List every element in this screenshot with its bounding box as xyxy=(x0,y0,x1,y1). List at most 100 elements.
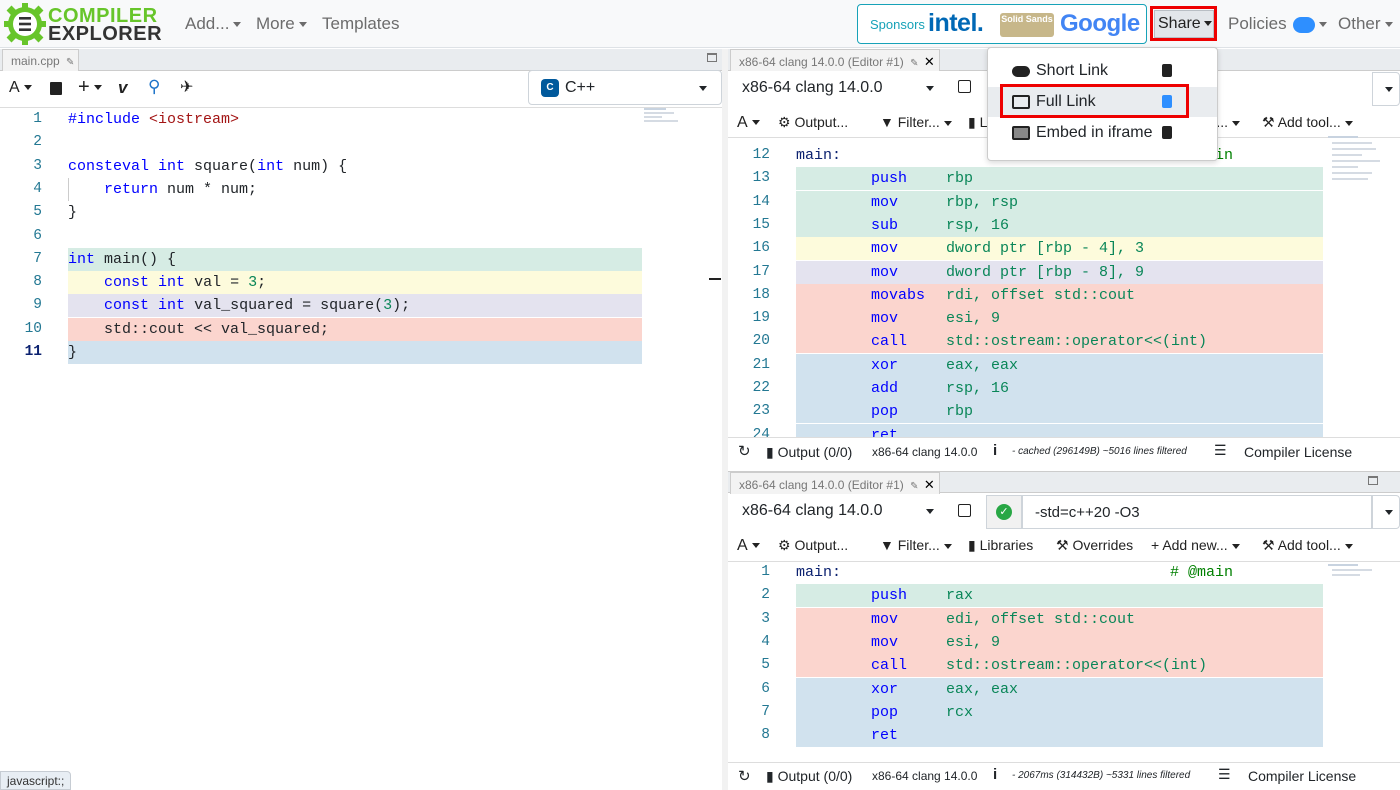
pane-splitter[interactable] xyxy=(722,49,728,790)
more-menu[interactable]: More xyxy=(256,14,307,34)
asm-opcode[interactable]: sub xyxy=(871,216,899,234)
compiler1-select[interactable]: x86-64 clang 14.0.0 xyxy=(730,72,945,106)
asm-opcode[interactable]: pop xyxy=(871,403,899,421)
share-button[interactable]: Share xyxy=(1154,10,1214,38)
compiler-license-link[interactable]: Compiler License xyxy=(1244,444,1353,460)
templates-link[interactable]: Templates xyxy=(322,14,400,33)
compiler2-tab[interactable]: x86-64 clang 14.0.0 (Editor #1) ✎ ✕ xyxy=(730,472,940,494)
asm-opcode[interactable]: mov xyxy=(871,310,899,328)
asm-opcode[interactable]: xor xyxy=(871,680,899,698)
vim-icon[interactable]: v xyxy=(118,78,128,97)
output-settings-label: Output... xyxy=(794,537,849,553)
asm-opcode[interactable]: ret xyxy=(871,426,899,437)
code-line[interactable]: } xyxy=(68,344,78,361)
libraries-button[interactable]: ▮ Libraries xyxy=(968,537,1033,554)
wrench-icon: ⚒ xyxy=(1262,114,1275,130)
compiler-options-input[interactable]: -std=c++20 -O3 xyxy=(1022,495,1372,529)
compiler2-options-dropdown[interactable] xyxy=(1372,495,1400,529)
code-line[interactable]: #include <iostream> xyxy=(68,111,240,128)
save-icon[interactable] xyxy=(50,82,62,95)
sponsors-box[interactable]: Sponsors intel. Solid Sands Google xyxy=(857,4,1147,44)
asm-label[interactable]: main: xyxy=(796,147,842,164)
splitter-handle xyxy=(709,278,721,280)
compiler-license-link[interactable]: Compiler License xyxy=(1248,768,1357,784)
asm-opcode[interactable]: ret xyxy=(871,727,899,745)
other-menu-label: Other xyxy=(1338,14,1381,33)
clipboard-icon[interactable] xyxy=(1162,95,1172,108)
asm-label[interactable]: main: xyxy=(796,564,842,581)
pencil-icon[interactable]: ✎ xyxy=(910,481,919,492)
asm-opcode[interactable]: mov xyxy=(871,610,899,628)
font-size-button[interactable]: A xyxy=(737,114,760,132)
maximize-icon[interactable] xyxy=(1368,476,1378,485)
info-icon[interactable]: i xyxy=(993,442,998,459)
run-icon[interactable]: ✈ xyxy=(180,79,194,96)
popout-icon[interactable] xyxy=(958,80,971,93)
asm-opcode[interactable]: pop xyxy=(871,703,899,721)
maximize-icon[interactable] xyxy=(707,53,717,62)
output-settings-button[interactable]: ⚙ Output... xyxy=(778,114,848,131)
code-line[interactable]: const int val_squared = square(3); xyxy=(104,297,411,315)
chevron-down-icon xyxy=(298,22,307,28)
share-short-link[interactable]: Short Link xyxy=(988,56,1217,86)
close-icon[interactable]: ✕ xyxy=(923,477,935,492)
code-line[interactable]: const int val = 3; xyxy=(104,274,267,292)
asm-opcode[interactable]: xor xyxy=(871,356,899,374)
language-select[interactable]: C C++ xyxy=(528,70,722,105)
asm-opcode[interactable]: movabs xyxy=(871,286,926,304)
asm-opcode[interactable]: call xyxy=(871,657,908,675)
share-full-link[interactable]: Full Link xyxy=(988,87,1217,117)
font-size-button[interactable]: A xyxy=(9,79,32,97)
asm-opcode[interactable]: push xyxy=(871,587,908,605)
asm-opcode[interactable]: mov xyxy=(871,633,899,651)
refresh-icon[interactable]: ↻ xyxy=(738,443,751,460)
search-icon[interactable]: ⚲ xyxy=(148,77,161,96)
output-settings-button[interactable]: ⚙ Output... xyxy=(778,537,848,554)
code-line[interactable]: } xyxy=(68,204,78,222)
share-embed-iframe[interactable]: Embed in iframe xyxy=(988,118,1217,148)
code-line[interactable]: consteval int square(int num) { xyxy=(68,157,348,175)
code-line[interactable]: std::cout << val_squared; xyxy=(68,320,330,338)
asm-opcode[interactable]: mov xyxy=(871,263,899,281)
compiler2-select[interactable]: x86-64 clang 14.0.0 xyxy=(730,494,945,528)
output-button[interactable]: ▮ Output (0/0) xyxy=(766,768,852,785)
compiler1-tab[interactable]: x86-64 clang 14.0.0 (Editor #1) ✎ ✕ xyxy=(730,49,940,71)
filter-button[interactable]: ▼ Filter... xyxy=(880,537,952,553)
code-line[interactable]: return num * num; xyxy=(104,180,258,198)
compiler1-options-dropdown[interactable] xyxy=(1372,72,1400,106)
policies-menu[interactable]: Policies xyxy=(1228,14,1328,34)
add-icon[interactable]: + xyxy=(78,76,102,99)
code-line[interactable]: int main() { xyxy=(68,250,177,268)
pencil-icon[interactable]: ✎ xyxy=(910,58,919,69)
add-tool-button[interactable]: ⚒ Add tool... xyxy=(1262,114,1353,131)
refresh-icon[interactable]: ↻ xyxy=(738,768,751,785)
asm-opcode[interactable]: push xyxy=(871,170,908,188)
asm-opcode[interactable]: add xyxy=(871,380,899,397)
source-tab[interactable]: main.cpp ✎ xyxy=(2,49,79,71)
close-icon[interactable]: ✕ xyxy=(923,54,935,69)
font-size-button[interactable]: A xyxy=(737,537,760,555)
filter-button[interactable]: ▼ Filter... xyxy=(880,114,952,130)
asm-line-number: 7 xyxy=(761,703,770,720)
clipboard-icon[interactable] xyxy=(1162,126,1172,139)
asm-line-number: 18 xyxy=(752,286,770,303)
pencil-icon[interactable]: ✎ xyxy=(66,57,75,68)
output-button[interactable]: ▮ Output (0/0) xyxy=(766,444,852,461)
libraries-button[interactable]: ▮ L xyxy=(968,114,987,131)
add-menu[interactable]: Add... xyxy=(185,14,242,34)
clipboard-icon[interactable] xyxy=(1162,64,1172,77)
logo[interactable]: COMPILER EXPLORER xyxy=(4,3,164,45)
asm-opcode[interactable]: mov xyxy=(871,240,899,258)
other-menu[interactable]: Other xyxy=(1338,14,1393,34)
asm-opcode[interactable]: call xyxy=(871,333,908,351)
add-new-button[interactable]: + Add new... xyxy=(1151,537,1240,553)
info-icon[interactable]: i xyxy=(993,766,998,783)
popout-icon[interactable] xyxy=(958,504,971,517)
add-tool-button[interactable]: ⚒ Add tool... xyxy=(1262,537,1353,554)
asm-line-highlight xyxy=(796,213,1323,237)
overrides-button[interactable]: ⚒ Overrides xyxy=(1056,537,1133,554)
asm-opcode[interactable]: mov xyxy=(871,193,899,211)
